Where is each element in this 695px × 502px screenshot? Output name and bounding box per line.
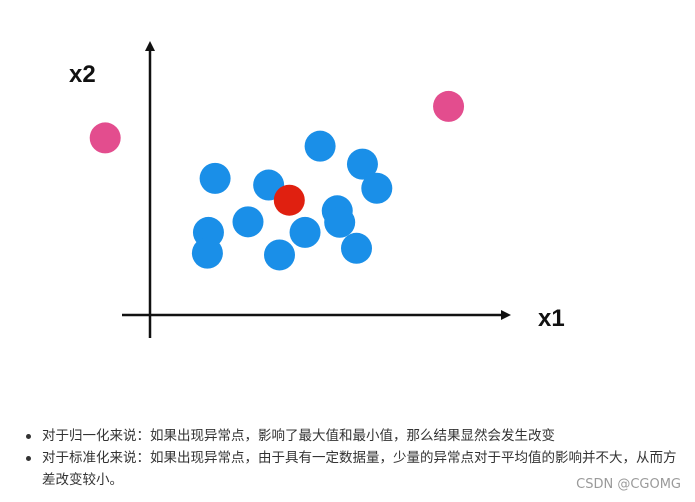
- bullet-icon: [26, 434, 31, 439]
- normal-point: [304, 130, 336, 162]
- y-axis-label: x2: [69, 61, 96, 88]
- normal-point: [324, 206, 356, 238]
- normal-point: [199, 162, 231, 194]
- watermark: CSDN @CGOMG: [576, 477, 681, 492]
- normal-point: [232, 206, 264, 238]
- data-points: [89, 90, 465, 271]
- center-point: [273, 184, 305, 216]
- normal-point: [191, 237, 223, 269]
- normal-point: [346, 148, 378, 180]
- normal-point: [361, 172, 393, 204]
- notes-list: 对于归一化来说：如果出现异常点，影响了最大值和最小值，那么结果显然会发生改变 对…: [22, 425, 682, 491]
- outlier-point: [89, 122, 121, 154]
- scatter-diagram: x1 x2: [69, 41, 565, 338]
- outlier-point: [433, 90, 465, 122]
- note-item-standardization: 对于标准化来说：如果出现异常点，由于具有一定数据量，少量的异常点对于平均值的影响…: [22, 447, 682, 491]
- note-text: 对于标准化来说：如果出现异常点，由于具有一定数据量，少量的异常点对于平均值的影响…: [42, 450, 677, 488]
- normal-point: [341, 232, 372, 264]
- normal-point: [264, 239, 295, 271]
- note-text: 对于归一化来说：如果出现异常点，影响了最大值和最小值，那么结果显然会发生改变: [42, 428, 555, 444]
- x-axis-label: x1: [538, 305, 565, 332]
- normal-point: [289, 216, 321, 248]
- bullet-icon: [26, 456, 31, 461]
- note-item-normalization: 对于归一化来说：如果出现异常点，影响了最大值和最小值，那么结果显然会发生改变: [22, 425, 682, 447]
